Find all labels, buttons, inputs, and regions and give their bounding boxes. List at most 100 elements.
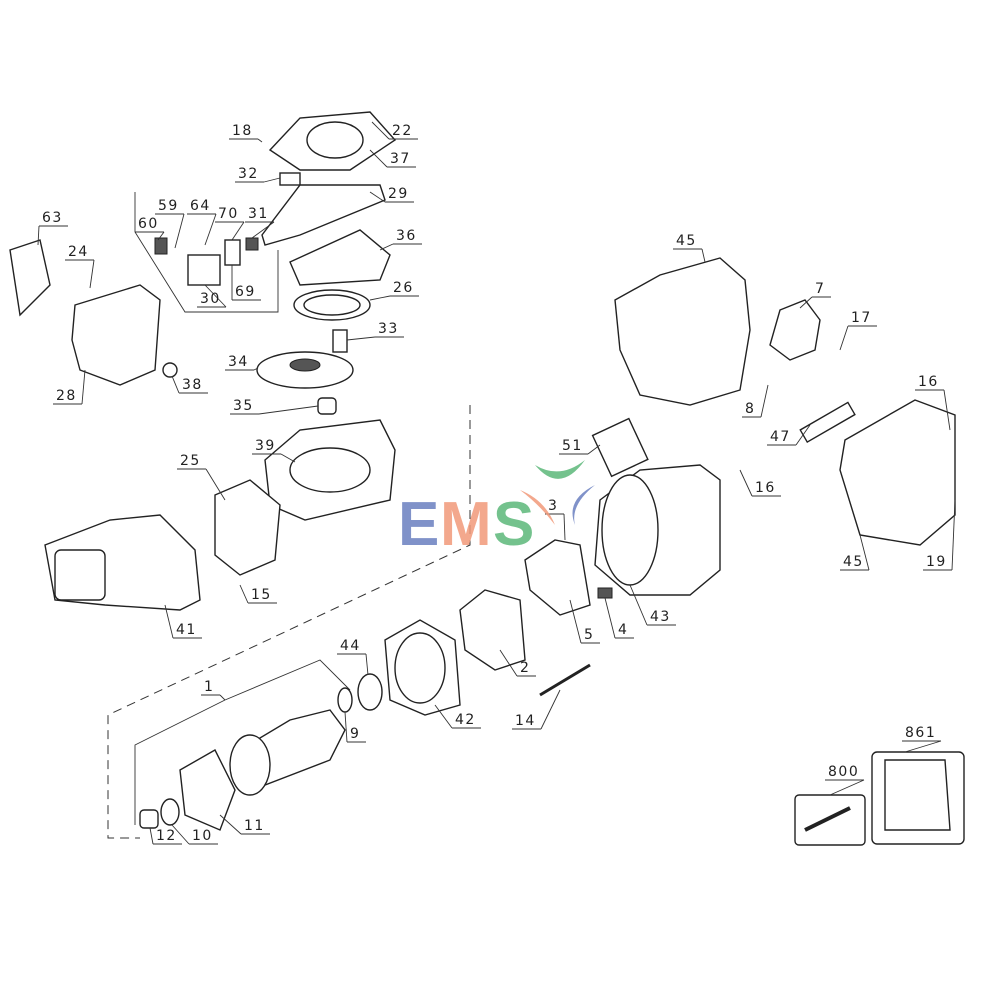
callout-17: 17 [839, 310, 877, 351]
leader-line [171, 824, 190, 845]
leader-line [257, 138, 263, 143]
callout-11: 11 [219, 814, 270, 835]
callout-8: 8 [742, 384, 769, 418]
callout-number: 17 [851, 310, 872, 326]
baffle-11 [179, 749, 236, 831]
callout-31: 31 [245, 206, 275, 239]
callout-22: 22 [371, 121, 418, 140]
callout-number: 39 [255, 438, 276, 454]
pin-33 [332, 329, 348, 353]
callout-861: 861 [902, 725, 942, 753]
callout-42: 42 [434, 704, 481, 729]
bearing-12 [139, 809, 159, 829]
callout-29: 29 [369, 186, 414, 203]
callout-3: 3 [545, 498, 566, 541]
callout-number: 29 [388, 186, 409, 202]
callout-number: 22 [392, 123, 413, 139]
callout-number: 24 [68, 244, 89, 260]
callout-18: 18 [229, 123, 263, 143]
callout-number: 4 [618, 622, 628, 638]
leader-line [369, 149, 388, 168]
callout-33: 33 [346, 321, 404, 341]
callout-2: 2 [499, 649, 536, 677]
callout-number: 10 [192, 828, 213, 844]
leader-line [174, 213, 185, 249]
leader-line [379, 243, 394, 251]
leader-line [171, 375, 180, 394]
cover-28 [71, 284, 161, 386]
leader-line [89, 259, 95, 289]
handle-housing-45-right [839, 399, 956, 546]
top-cover-plate-37 [268, 111, 397, 171]
callout-number: 37 [390, 151, 411, 167]
callout-70: 70 [215, 206, 245, 241]
plate-69 [224, 239, 241, 266]
watermark-letter-m: M [440, 490, 492, 559]
callout-9: 9 [344, 711, 366, 743]
bracket-63 [9, 239, 51, 317]
leader-line [258, 405, 319, 415]
leader-line [369, 295, 391, 301]
callout-number: 36 [396, 228, 417, 244]
leader-line [204, 284, 227, 308]
leader-line [434, 704, 453, 729]
callout-10: 10 [171, 824, 218, 845]
leader-line [346, 336, 376, 341]
brush-holder-5 [524, 539, 591, 616]
callout-63: 63 [37, 210, 68, 246]
screw-38 [162, 362, 178, 378]
callout-69: 69 [231, 265, 261, 301]
screw-14 [539, 663, 591, 697]
callout-39: 39 [252, 438, 296, 463]
callout-44: 44 [337, 638, 369, 676]
leader-line [499, 649, 518, 677]
leader-line [231, 221, 245, 241]
callout-number: 59 [158, 198, 179, 214]
callout-number: 9 [350, 726, 360, 742]
callout-12: 12 [149, 827, 182, 845]
callout-number: 33 [378, 321, 399, 337]
callout-43: 43 [629, 584, 676, 626]
leader-line [253, 367, 259, 371]
leader-line [839, 325, 849, 351]
callout-number: 30 [200, 291, 221, 307]
callout-number: 69 [235, 284, 256, 300]
callout-number: 44 [340, 638, 361, 654]
callout-number: 3 [548, 498, 558, 514]
callout-number: 7 [815, 281, 825, 297]
callout-number: 8 [745, 401, 755, 417]
callout-14: 14 [512, 689, 561, 730]
callout-60: 60 [135, 216, 165, 241]
callout-number: 2 [520, 660, 530, 676]
callout-number: 51 [562, 438, 583, 454]
callout-number: 64 [190, 198, 211, 214]
brush-4 [597, 587, 613, 599]
bearing-44 [357, 673, 383, 711]
leader-line [951, 499, 956, 571]
callout-16: 16 [915, 374, 951, 431]
callout-16: 16 [739, 469, 781, 497]
callout-47: 47 [767, 424, 811, 446]
callout-36: 36 [379, 228, 422, 251]
callout-number: 14 [515, 713, 536, 729]
callout-number: 38 [182, 377, 203, 393]
callout-51: 51 [559, 438, 601, 455]
leader-line [795, 424, 811, 446]
callout-number: 18 [232, 123, 253, 139]
callout-number: 34 [228, 354, 249, 370]
callout-800: 800 [825, 764, 865, 796]
callout-26: 26 [369, 280, 419, 301]
callout-number: 32 [238, 166, 259, 182]
callout-number: 861 [905, 725, 936, 741]
leader-line [204, 213, 217, 246]
leader-line [799, 296, 813, 309]
switch-group-bracket [134, 192, 279, 313]
handle-housing-45-left [614, 257, 751, 406]
armature-group-bracket [224, 659, 351, 701]
field-2 [459, 589, 526, 671]
watermark-letter-s: S [493, 490, 534, 559]
callout-number: 11 [244, 818, 265, 834]
callout-45: 45 [840, 534, 870, 571]
